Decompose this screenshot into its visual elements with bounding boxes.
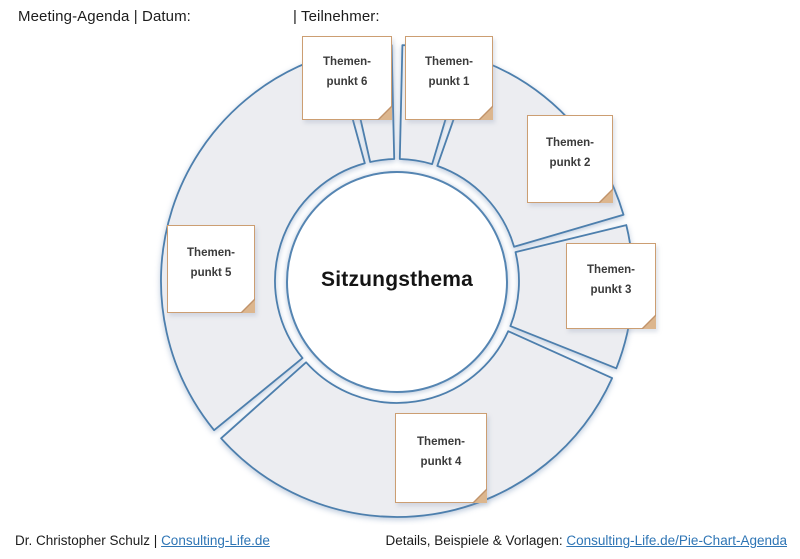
note-text-line: punkt 3 [590, 284, 632, 296]
ring-segment-5 [160, 52, 366, 432]
note-text-line: punkt 5 [190, 267, 232, 279]
meeting-topic-label: Sitzungsthema [321, 268, 473, 291]
note-text-line: Themen- [187, 246, 235, 259]
sticky-note-topic-5: Themen- punkt 5 [167, 225, 255, 313]
note-text-line: Themen- [417, 435, 465, 448]
sticky-note-topic-6: Themen- punkt 6 [302, 36, 392, 120]
sticky-note-topic-4: Themen- punkt 4 [395, 413, 487, 503]
sticky-note-topic-3: Themen- punkt 3 [566, 243, 656, 329]
footer-template-link[interactable]: Consulting-Life.de/Pie-Chart-Agenda [566, 533, 787, 548]
note-text-line: punkt 2 [549, 157, 591, 169]
note-text-line: punkt 6 [326, 76, 368, 88]
footer-site-link[interactable]: Consulting-Life.de [161, 533, 270, 548]
note-text-line: Themen- [425, 55, 473, 68]
note-text-line: Themen- [323, 55, 371, 68]
note-text-line: Themen- [546, 136, 594, 149]
note-text-line: punkt 1 [428, 76, 470, 88]
sticky-note-topic-2: Themen- punkt 2 [527, 115, 613, 203]
header-participants: | Teilnehmer: [293, 8, 380, 25]
sticky-note-topic-1: Themen- punkt 1 [405, 36, 493, 120]
note-text-line: Themen- [587, 263, 635, 276]
header-title-date: Meeting-Agenda | Datum: [18, 8, 191, 25]
footer-details-text: Details, Beispiele & Vorlagen: [385, 533, 567, 548]
footer-details: Details, Beispiele & Vorlagen: Consultin… [386, 533, 788, 548]
center-circle [286, 171, 508, 393]
note-text-line: punkt 4 [420, 456, 462, 468]
footer-author-text: Dr. Christopher Schulz | [15, 533, 162, 548]
footer-author: Dr. Christopher Schulz | Consulting-Life… [15, 533, 270, 548]
